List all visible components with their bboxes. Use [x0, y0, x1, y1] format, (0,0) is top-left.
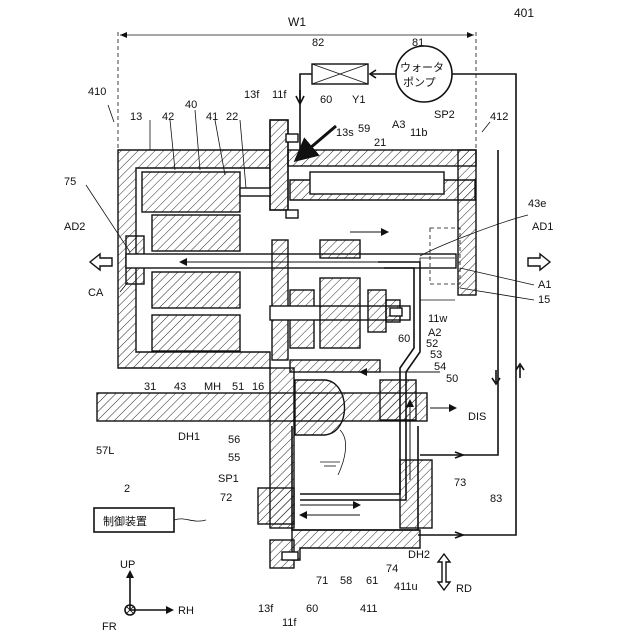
direction-rd: RD: [456, 583, 472, 595]
ref-21: 21: [374, 137, 386, 149]
cover-top: [288, 150, 476, 166]
ref-41: 41: [206, 111, 218, 123]
ref-56: 56: [228, 434, 240, 446]
ref-43: 43: [174, 381, 186, 393]
ref-a3: A3: [392, 119, 405, 131]
ref-dh1: DH1: [178, 431, 200, 443]
pump-name-line1: ウォータ: [400, 61, 444, 74]
control-number: 2: [124, 483, 130, 495]
ref-sp2: SP2: [434, 109, 455, 121]
ref-51: 51: [232, 381, 244, 393]
ref-50: 50: [446, 373, 458, 385]
ref-75: 75: [64, 176, 76, 188]
ref-11w: 11w: [428, 313, 447, 325]
ref-60-bottom: 60: [306, 603, 318, 615]
pump-name-line2: ポンプ: [403, 76, 436, 89]
ref-43e: 43e: [528, 198, 546, 210]
figure-number: 401: [514, 6, 534, 20]
ref-13s: 13s: [336, 127, 354, 139]
ref-57l: 57L: [96, 445, 114, 457]
ref-73: 73: [454, 477, 466, 489]
ref-53: 53: [430, 349, 442, 361]
ref-412: 412: [490, 111, 508, 123]
ref-55: 55: [228, 452, 240, 464]
ref-74: 74: [386, 563, 398, 575]
stator-upper: [142, 172, 240, 212]
ref-mh: MH: [204, 381, 221, 393]
ref-58: 58: [340, 575, 352, 587]
ref-sp1: SP1: [218, 473, 239, 485]
ref-31: 31: [144, 381, 156, 393]
ref-11f-top: 11f: [272, 89, 287, 101]
ref-42: 42: [162, 111, 174, 123]
ref-ca: CA: [88, 287, 104, 299]
water-jacket-sp2: [310, 172, 444, 194]
differential-case: [295, 380, 345, 435]
ref-15: 15: [538, 294, 550, 306]
coordinate-axes: [125, 570, 174, 615]
cooler-number: 82: [312, 37, 324, 49]
oil-cooler-73: [400, 460, 432, 528]
axis-fr: FR: [102, 621, 117, 633]
ref-13f-bottom: 13f: [258, 603, 274, 615]
axle-57l: [97, 393, 427, 421]
axis-up: UP: [120, 559, 135, 571]
ref-60-mid: 60: [398, 333, 410, 345]
water-pump: [396, 46, 452, 102]
direction-ad1: AD1: [532, 221, 553, 233]
ref-11b: 11b: [410, 127, 428, 139]
width-label: W1: [288, 15, 306, 29]
ref-72: 72: [220, 492, 232, 504]
ref-13f-top: 13f: [244, 89, 260, 101]
ref-22: 22: [226, 111, 238, 123]
ref-dis: DIS: [468, 411, 486, 423]
ref-54: 54: [434, 361, 446, 373]
pump-number: 81: [412, 37, 424, 49]
ref-dh2: DH2: [408, 549, 430, 561]
ref-411u: 411u: [394, 581, 418, 593]
oil-pump-72: [258, 488, 294, 524]
ref-11f-bottom: 11f: [282, 617, 297, 629]
ref-410: 410: [88, 86, 106, 98]
ref-60-top: 60: [320, 94, 332, 106]
ref-a1: A1: [538, 279, 551, 291]
ref-83: 83: [490, 493, 502, 505]
ref-71: 71: [316, 575, 328, 587]
ref-40: 40: [185, 99, 197, 111]
control-label: 制御装置: [103, 514, 147, 528]
axis-rh: RH: [178, 605, 194, 617]
ref-16: 16: [252, 381, 264, 393]
direction-ad2: AD2: [64, 221, 85, 233]
ref-59: 59: [358, 123, 370, 135]
ref-y1: Y1: [352, 94, 365, 106]
ref-13: 13: [130, 111, 142, 123]
ref-411: 411: [360, 603, 378, 615]
ref-61: 61: [366, 575, 378, 587]
